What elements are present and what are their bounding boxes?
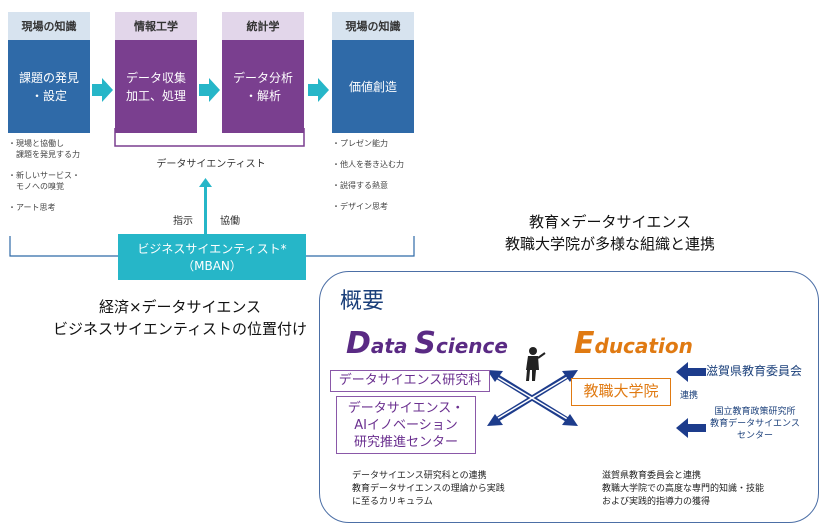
- left-skill-list: ・現場と協働し 課題を発見する力 ・新しいサービス・ モノへの嗅覚 ・アート思考: [8, 138, 114, 223]
- arrow-right-icon: [308, 78, 329, 102]
- step-line: ・設定: [30, 88, 67, 103]
- data-science-title: Data Science: [346, 326, 508, 361]
- box-line: 研究推進センター: [353, 435, 458, 450]
- ed-text: ducation: [594, 334, 693, 358]
- instruct-label: 指示: [173, 216, 193, 227]
- caption-line: 教職大学院が多様な組織と連携: [504, 235, 715, 253]
- step-analysis: 統計学 データ分析 ・解析: [222, 12, 304, 133]
- caption-right: 教育×データサイエンス 教職大学院が多様な組織と連携: [460, 211, 760, 255]
- mban-line: （MBAN）: [182, 259, 242, 273]
- step-body: 課題の発見 ・設定: [8, 40, 90, 133]
- note-line: に至るカリキュラム: [352, 497, 433, 507]
- step-header: 現場の知識: [8, 12, 90, 40]
- skill-item: ・他人を巻き込む力: [332, 160, 404, 169]
- caption-line: 経済×データサイエンス: [98, 298, 262, 316]
- ds-letter: S: [414, 326, 437, 361]
- skill-item: ・デザイン思考: [332, 202, 388, 211]
- overview-title: 概要: [340, 289, 385, 314]
- step-body: データ収集 加工、処理: [115, 40, 197, 133]
- nier-line: センター: [736, 431, 773, 441]
- skill-item: ・説得する熱意: [332, 181, 388, 190]
- arrow-icon: [487, 414, 503, 426]
- crossing-arrows: [487, 370, 578, 426]
- ds-dept-box: データサイエンス研究科: [330, 370, 490, 392]
- ed-letter: E: [574, 326, 595, 361]
- step-line: 課題の発見: [18, 70, 79, 85]
- flow-connectors: [9, 78, 415, 257]
- arrow-icon: [487, 370, 503, 382]
- step-header: 情報工学: [115, 12, 197, 40]
- note-left: データサイエンス研究科との連携 教育データサイエンスの理論から実践 に至るカリキ…: [352, 470, 552, 509]
- note-line: および実践的指導力の獲得: [602, 497, 711, 507]
- incoming-arrows: [676, 362, 706, 438]
- step-line: 価値創造: [348, 79, 397, 94]
- skill-item: ・現場と協働し 課題を発見する力: [8, 139, 80, 159]
- box-line: AIイノベーション: [354, 418, 458, 433]
- step-header: 現場の知識: [332, 12, 414, 40]
- ds-letter: D: [346, 326, 371, 361]
- presenter-icon: [526, 347, 546, 381]
- step-line: 加工、処理: [125, 88, 186, 103]
- caption-line: 教育×データサイエンス: [528, 213, 692, 231]
- note-line: 滋賀県教育委員会と連携: [602, 471, 702, 481]
- mban-line: ビジネスサイエンティスト*: [137, 242, 287, 256]
- ai-center-box: データサイエンス・ AIイノベーション 研究推進センター: [336, 396, 476, 454]
- step-line: データ収集: [125, 70, 186, 85]
- arrow-icon: [562, 414, 578, 426]
- ds-text: cience: [436, 334, 508, 358]
- arrow-right-icon: [199, 78, 220, 102]
- data-scientist-label: データサイエンティスト: [156, 159, 266, 170]
- nier-line: 国立教育政策研究所: [714, 407, 796, 417]
- arrow-icon: [562, 370, 578, 382]
- kyoshoku-box: 教職大学院: [571, 378, 671, 406]
- collab-label: 協働: [220, 216, 240, 227]
- shiga-board: 滋賀県教育委員会: [706, 364, 803, 378]
- step-body: データ分析 ・解析: [222, 40, 304, 133]
- education-title: Education: [574, 326, 693, 361]
- note-line: データサイエンス研究科との連携: [352, 471, 487, 481]
- step-line: ・解析: [244, 88, 281, 103]
- step-value-creation: 現場の知識 価値創造: [332, 12, 414, 133]
- right-skill-list: ・プレゼン能力 ・他人を巻き込む力 ・説得する熱意 ・デザイン思考: [332, 138, 432, 222]
- step-discovery: 現場の知識 課題の発見 ・設定: [8, 12, 90, 133]
- ds-text: ata: [370, 334, 415, 358]
- note-line: 教職大学院での高度な専門的知識・技能: [602, 484, 765, 494]
- step-body: 価値創造: [332, 40, 414, 133]
- arrow-left-icon: [676, 362, 706, 382]
- box-line: データサイエンス・: [347, 401, 465, 416]
- caption-line: ビジネスサイエンティストの位置付け: [53, 320, 307, 338]
- arrow-up-icon: [199, 178, 212, 187]
- skill-item: ・アート思考: [8, 203, 56, 212]
- caption-left: 経済×データサイエンス ビジネスサイエンティストの位置付け: [30, 296, 330, 340]
- step-data-collection: 情報工学 データ収集 加工、処理: [115, 12, 197, 133]
- nier-line: 教育データサイエンス: [710, 419, 800, 429]
- arrow-right-icon: [92, 78, 113, 102]
- note-line: 教育データサイエンスの理論から実践: [352, 484, 505, 494]
- nier-center: 国立教育政策研究所 教育データサイエンス センター: [700, 406, 810, 442]
- arrow-left-icon: [676, 418, 706, 438]
- skill-item: ・新しいサービス・ モノへの嗅覚: [8, 171, 80, 191]
- skill-item: ・プレゼン能力: [332, 139, 388, 148]
- renkei-label: 連携: [680, 391, 699, 401]
- step-line: データ分析: [232, 70, 293, 85]
- note-right: 滋賀県教育委員会と連携 教職大学院での高度な専門的知識・技能 および実践的指導力…: [602, 470, 812, 509]
- step-header: 統計学: [222, 12, 304, 40]
- mban-box: ビジネスサイエンティスト* （MBAN）: [118, 234, 306, 280]
